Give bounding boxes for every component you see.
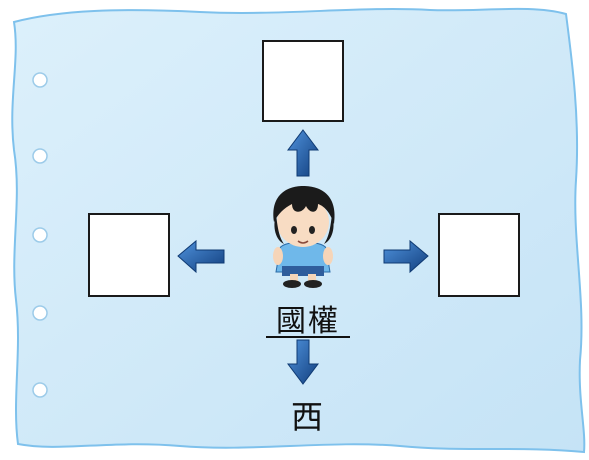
answer-box-left[interactable] — [88, 213, 170, 297]
binder-hole — [32, 382, 48, 398]
answer-box-up[interactable] — [262, 40, 344, 122]
binder-holes — [32, 72, 48, 398]
arrow-up-icon — [287, 129, 319, 177]
binder-hole — [32, 72, 48, 88]
binder-hole — [32, 305, 48, 321]
name-underline — [266, 336, 350, 338]
binder-hole — [32, 227, 48, 243]
binder-hole — [32, 148, 48, 164]
arrow-left-icon — [177, 239, 225, 274]
boy-character-icon — [273, 186, 335, 288]
arrow-right-icon — [383, 239, 429, 274]
center-name-label: 國權 — [276, 304, 340, 339]
direction-label-bottom: 西 — [290, 398, 323, 436]
arrow-down-icon — [287, 339, 319, 385]
answer-box-right[interactable] — [438, 213, 520, 297]
